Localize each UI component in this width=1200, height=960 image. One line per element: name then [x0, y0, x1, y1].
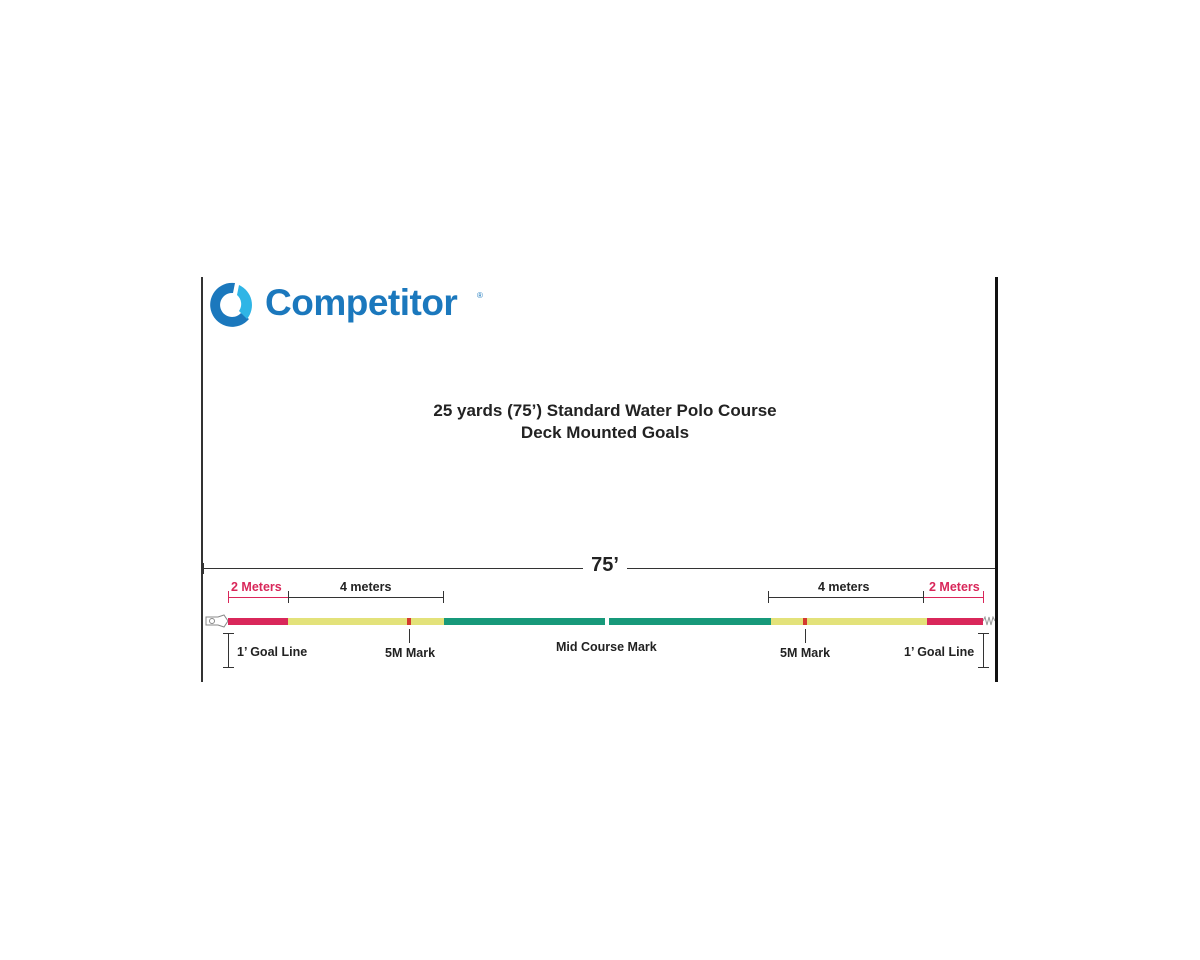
left-5m-marker	[407, 618, 411, 625]
left-red-segment	[228, 618, 288, 625]
center-green-segment-left	[444, 618, 605, 625]
spring-icon	[983, 616, 995, 626]
left-2m-bracket	[228, 597, 288, 598]
left-5m-pointer	[409, 629, 410, 643]
right-goal-line-cap-bottom	[978, 667, 989, 668]
overall-dimension-label: 75’	[583, 554, 627, 576]
left-4m-tick-a	[288, 591, 289, 603]
right-5m-label: 5M Mark	[780, 646, 831, 660]
registered-mark: ®	[477, 291, 483, 300]
hook-clip-icon	[205, 614, 229, 628]
left-yellow-segment	[288, 618, 444, 625]
left-goal-line-label: 1’ Goal Line	[237, 645, 308, 659]
right-wall-line	[995, 277, 998, 682]
left-wall-line	[201, 277, 203, 682]
left-4m-tick-b	[443, 591, 444, 603]
right-goal-line-cap-top	[978, 633, 989, 634]
left-2m-tick-a	[228, 591, 229, 603]
mid-course-label: Mid Course Mark	[556, 640, 657, 654]
logo-ring-icon	[210, 282, 252, 327]
competitor-logo: Competitor ®	[205, 279, 505, 331]
right-2m-bracket	[924, 597, 983, 598]
right-4m-bracket	[768, 597, 924, 598]
diagram-subtitle: Deck Mounted Goals	[520, 423, 690, 442]
right-2m-tick-b	[983, 591, 984, 603]
left-goal-line-marker	[228, 633, 229, 668]
left-goal-line-cap-bottom	[223, 667, 234, 668]
right-4m-tick-a	[768, 591, 769, 603]
right-4-meters-label: 4 meters	[818, 580, 870, 594]
overall-dimension-left-tick	[203, 563, 204, 574]
left-4-meters-label: 4 meters	[340, 580, 392, 594]
overall-dimension-label-wrap: 75’	[0, 554, 1200, 577]
right-goal-line-marker	[983, 633, 984, 668]
right-4m-tick-b	[923, 591, 924, 603]
left-4m-bracket	[288, 597, 444, 598]
left-5m-label: 5M Mark	[385, 646, 436, 660]
left-goal-line-cap-top	[223, 633, 234, 634]
center-green-segment-right	[609, 618, 771, 625]
right-5m-pointer	[805, 629, 806, 643]
right-goal-line-label: 1’ Goal Line	[904, 645, 975, 659]
right-2-meters-label: 2 Meters	[929, 580, 980, 594]
logo-wordmark: Competitor	[265, 282, 458, 323]
right-red-segment	[927, 618, 983, 625]
diagram-title: 25 yards (75’) Standard Water Polo Cours…	[433, 401, 777, 420]
right-yellow-segment	[771, 618, 927, 625]
left-2-meters-label: 2 Meters	[231, 580, 282, 594]
right-5m-marker	[803, 618, 807, 625]
